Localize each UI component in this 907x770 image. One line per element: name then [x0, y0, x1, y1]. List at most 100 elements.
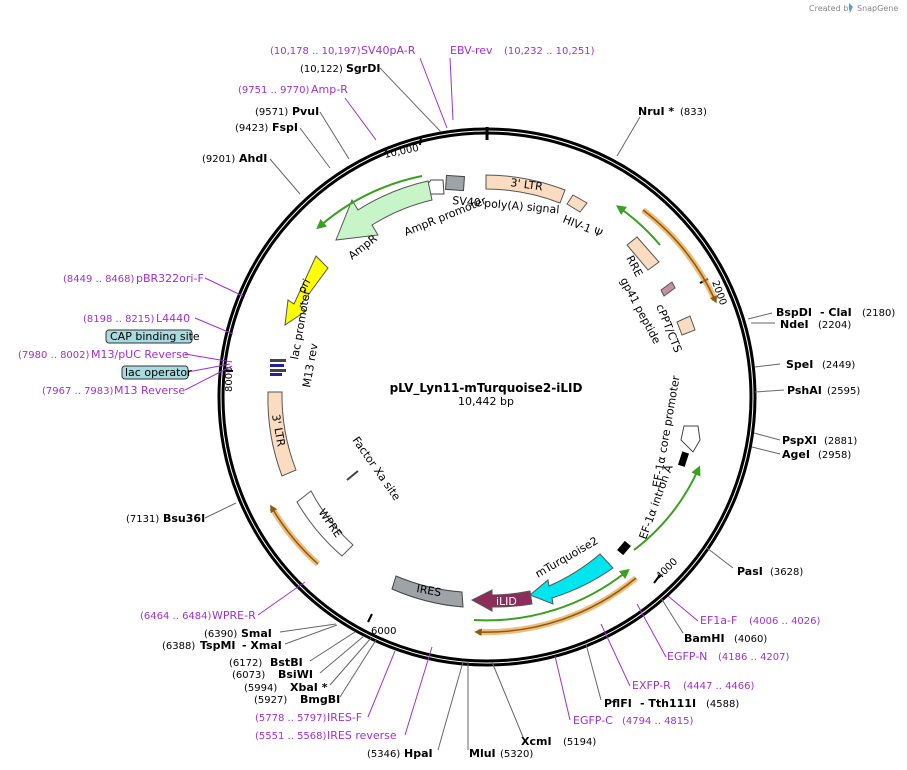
primer-ires-f[interactable]: IRES-F — [327, 711, 362, 724]
primer-ires-reverse-pos: (5551 .. 5568) — [255, 731, 327, 742]
site-pspxi-pos: (2881) — [824, 436, 857, 447]
feature-ampr[interactable] — [335, 180, 433, 241]
site-nrui[interactable]: NruI * — [638, 105, 674, 118]
label-ilid: iLID — [496, 595, 517, 608]
site-sgrdi[interactable]: SgrDI — [346, 62, 380, 75]
site-bstbi[interactable]: BstBI — [270, 656, 303, 669]
site-hpai[interactable]: HpaI — [404, 747, 433, 760]
site-bamhi[interactable]: BamHI — [684, 632, 725, 645]
primer-ires-reverse[interactable]: IRES reverse — [327, 729, 397, 742]
feature-3ltr-top[interactable] — [485, 174, 566, 204]
site-ahdi[interactable]: AhdI — [239, 152, 267, 165]
site-bsiwi[interactable]: BsiWI — [278, 668, 313, 681]
site-pvui[interactable]: PvuI — [292, 105, 319, 118]
feature-3ltr-left[interactable] — [267, 391, 297, 477]
site-ndei[interactable]: NdeI — [780, 318, 809, 331]
site-fspi[interactable]: FspI — [272, 121, 298, 134]
site-xbai[interactable]: XbaI * — [290, 681, 328, 694]
feature-hiv-psi[interactable] — [566, 194, 588, 213]
primer-ires-f-pos: (5778 .. 5797) — [255, 713, 327, 724]
feature-intron-block — [617, 540, 631, 556]
site-smai[interactable]: SmaI — [241, 627, 272, 640]
primer-exfp-r-pos: (4447 .. 4466) — [683, 681, 755, 692]
arc-green-ampr — [316, 175, 423, 230]
primer-ebv-rev-pos: (10,232 .. 10,251) — [504, 46, 595, 57]
site-xcmi[interactable]: XcmI — [521, 735, 552, 748]
label-3ltr-left: 3' LTR — [269, 413, 288, 448]
site-bsu36i-pos: (7131) — [126, 514, 159, 525]
site-agei-pos: (2958) — [818, 450, 851, 461]
label-ires: IRES — [415, 582, 442, 599]
arc-green-ef1a — [633, 465, 701, 551]
site-mlui-pos: (5320) — [500, 749, 533, 760]
tick-10000: 10,000 — [383, 143, 420, 161]
site-xmai[interactable]: - XmaI — [242, 639, 282, 652]
primer-l4440-pos: (8198 .. 8215) — [83, 314, 155, 325]
plasmid-name: pLV_Lyn11-mTurquoise2-iLID — [390, 381, 583, 396]
arc-orange-right-line — [642, 209, 717, 304]
feature-gp41[interactable] — [660, 281, 676, 297]
primer-m13-rev[interactable]: M13 Reverse — [114, 384, 185, 397]
feature-rre[interactable] — [626, 236, 660, 271]
primer-egfp-n[interactable]: EGFP-N — [667, 650, 707, 663]
site-tth111i[interactable]: - Tth111I — [640, 697, 696, 710]
tick-8000: 8000 — [224, 367, 235, 392]
arc-green-top-right — [615, 205, 661, 246]
site-spei[interactable]: SpeI — [786, 358, 813, 371]
primer-amp-r-pos: (9751 .. 9770) — [238, 85, 310, 96]
feature-wpre[interactable] — [296, 490, 354, 557]
credit-text: Created by — [809, 4, 853, 13]
cap-binding-site-box[interactable] — [105, 329, 193, 344]
site-fspi-pos: (9423) — [235, 123, 268, 134]
site-mlui[interactable]: MluI — [469, 747, 496, 760]
feature-sv40-polya[interactable] — [444, 174, 466, 192]
feature-ori[interactable] — [284, 255, 329, 327]
primer-m13puc-rev-pos: (7980 .. 8002) — [18, 350, 90, 361]
site-pspxi[interactable]: PspXI — [782, 434, 817, 447]
arc-green-bottom — [473, 568, 630, 622]
feature-cppt[interactable] — [676, 315, 696, 336]
credit-brand: SnapGene — [857, 4, 898, 13]
feature-ef1a-core[interactable] — [680, 425, 701, 453]
feature-factor-xa[interactable] — [346, 470, 359, 481]
primer-egfp-c[interactable]: EGFP-C — [573, 714, 613, 727]
site-clai[interactable]: - ClaI — [820, 306, 852, 319]
primer-wpre-r[interactable]: WPRE-R — [212, 609, 256, 622]
primer-ebv-rev[interactable]: EBV-rev — [450, 44, 493, 57]
label-ori: ori — [295, 277, 313, 296]
lac-operator-box[interactable] — [121, 365, 189, 380]
site-bmgbi[interactable]: BmgBI — [300, 693, 340, 706]
primer-ef1a-f[interactable]: EF1a-F — [700, 614, 737, 627]
site-tspmi[interactable]: TspMI — [200, 639, 236, 652]
site-pshai[interactable]: PshAI — [787, 384, 822, 397]
feature-ilid[interactable] — [470, 589, 533, 612]
site-bsu36i[interactable]: Bsu36I — [163, 512, 205, 525]
primer-egfp-n-pos: (4186 .. 4207) — [718, 652, 790, 663]
site-pasi[interactable]: PasI — [737, 565, 763, 578]
primer-l4440[interactable]: L4440 — [156, 312, 190, 325]
feature-lac-region[interactable] — [270, 359, 286, 376]
site-smai-pos: (6390) — [204, 629, 237, 640]
site-pvui-pos: (9571) — [255, 107, 288, 118]
label-hiv-psi: HIV-1 Ψ — [561, 213, 605, 241]
site-sgrdi-pos: (10,122) — [300, 64, 343, 75]
label-m13-rev: M13 rev — [300, 342, 321, 389]
feature-ef1a-block — [677, 451, 689, 467]
snapgene-logo — [849, 3, 853, 11]
primer-exfp-r[interactable]: EXFP-R — [632, 679, 671, 692]
site-bamhi-pos: (4060) — [734, 634, 767, 645]
feature-mturquoise2[interactable] — [529, 553, 614, 605]
primer-m13puc-rev[interactable]: M13/pUC Reverse — [91, 348, 189, 361]
site-pflfi[interactable]: PflFI — [604, 697, 632, 710]
site-bspdi[interactable]: BspDI — [776, 306, 812, 319]
cap-binding-site-label: CAP binding site — [110, 330, 200, 343]
site-bstbi-pos: (6172) — [229, 658, 262, 669]
primer-amp-r[interactable]: Amp-R — [311, 83, 348, 96]
primer-leaders — [184, 57, 699, 736]
primer-sv40pa-r[interactable]: SV40pA-R — [361, 44, 416, 57]
site-agei[interactable]: AgeI — [782, 448, 810, 461]
primer-pbr322ori-f[interactable]: pBR322ori-F — [136, 272, 204, 285]
feature-ires[interactable] — [391, 575, 464, 608]
site-ahdi-pos: (9201) — [202, 154, 235, 165]
primer-pbr322ori-f-pos: (8449 .. 8468) — [63, 274, 135, 285]
